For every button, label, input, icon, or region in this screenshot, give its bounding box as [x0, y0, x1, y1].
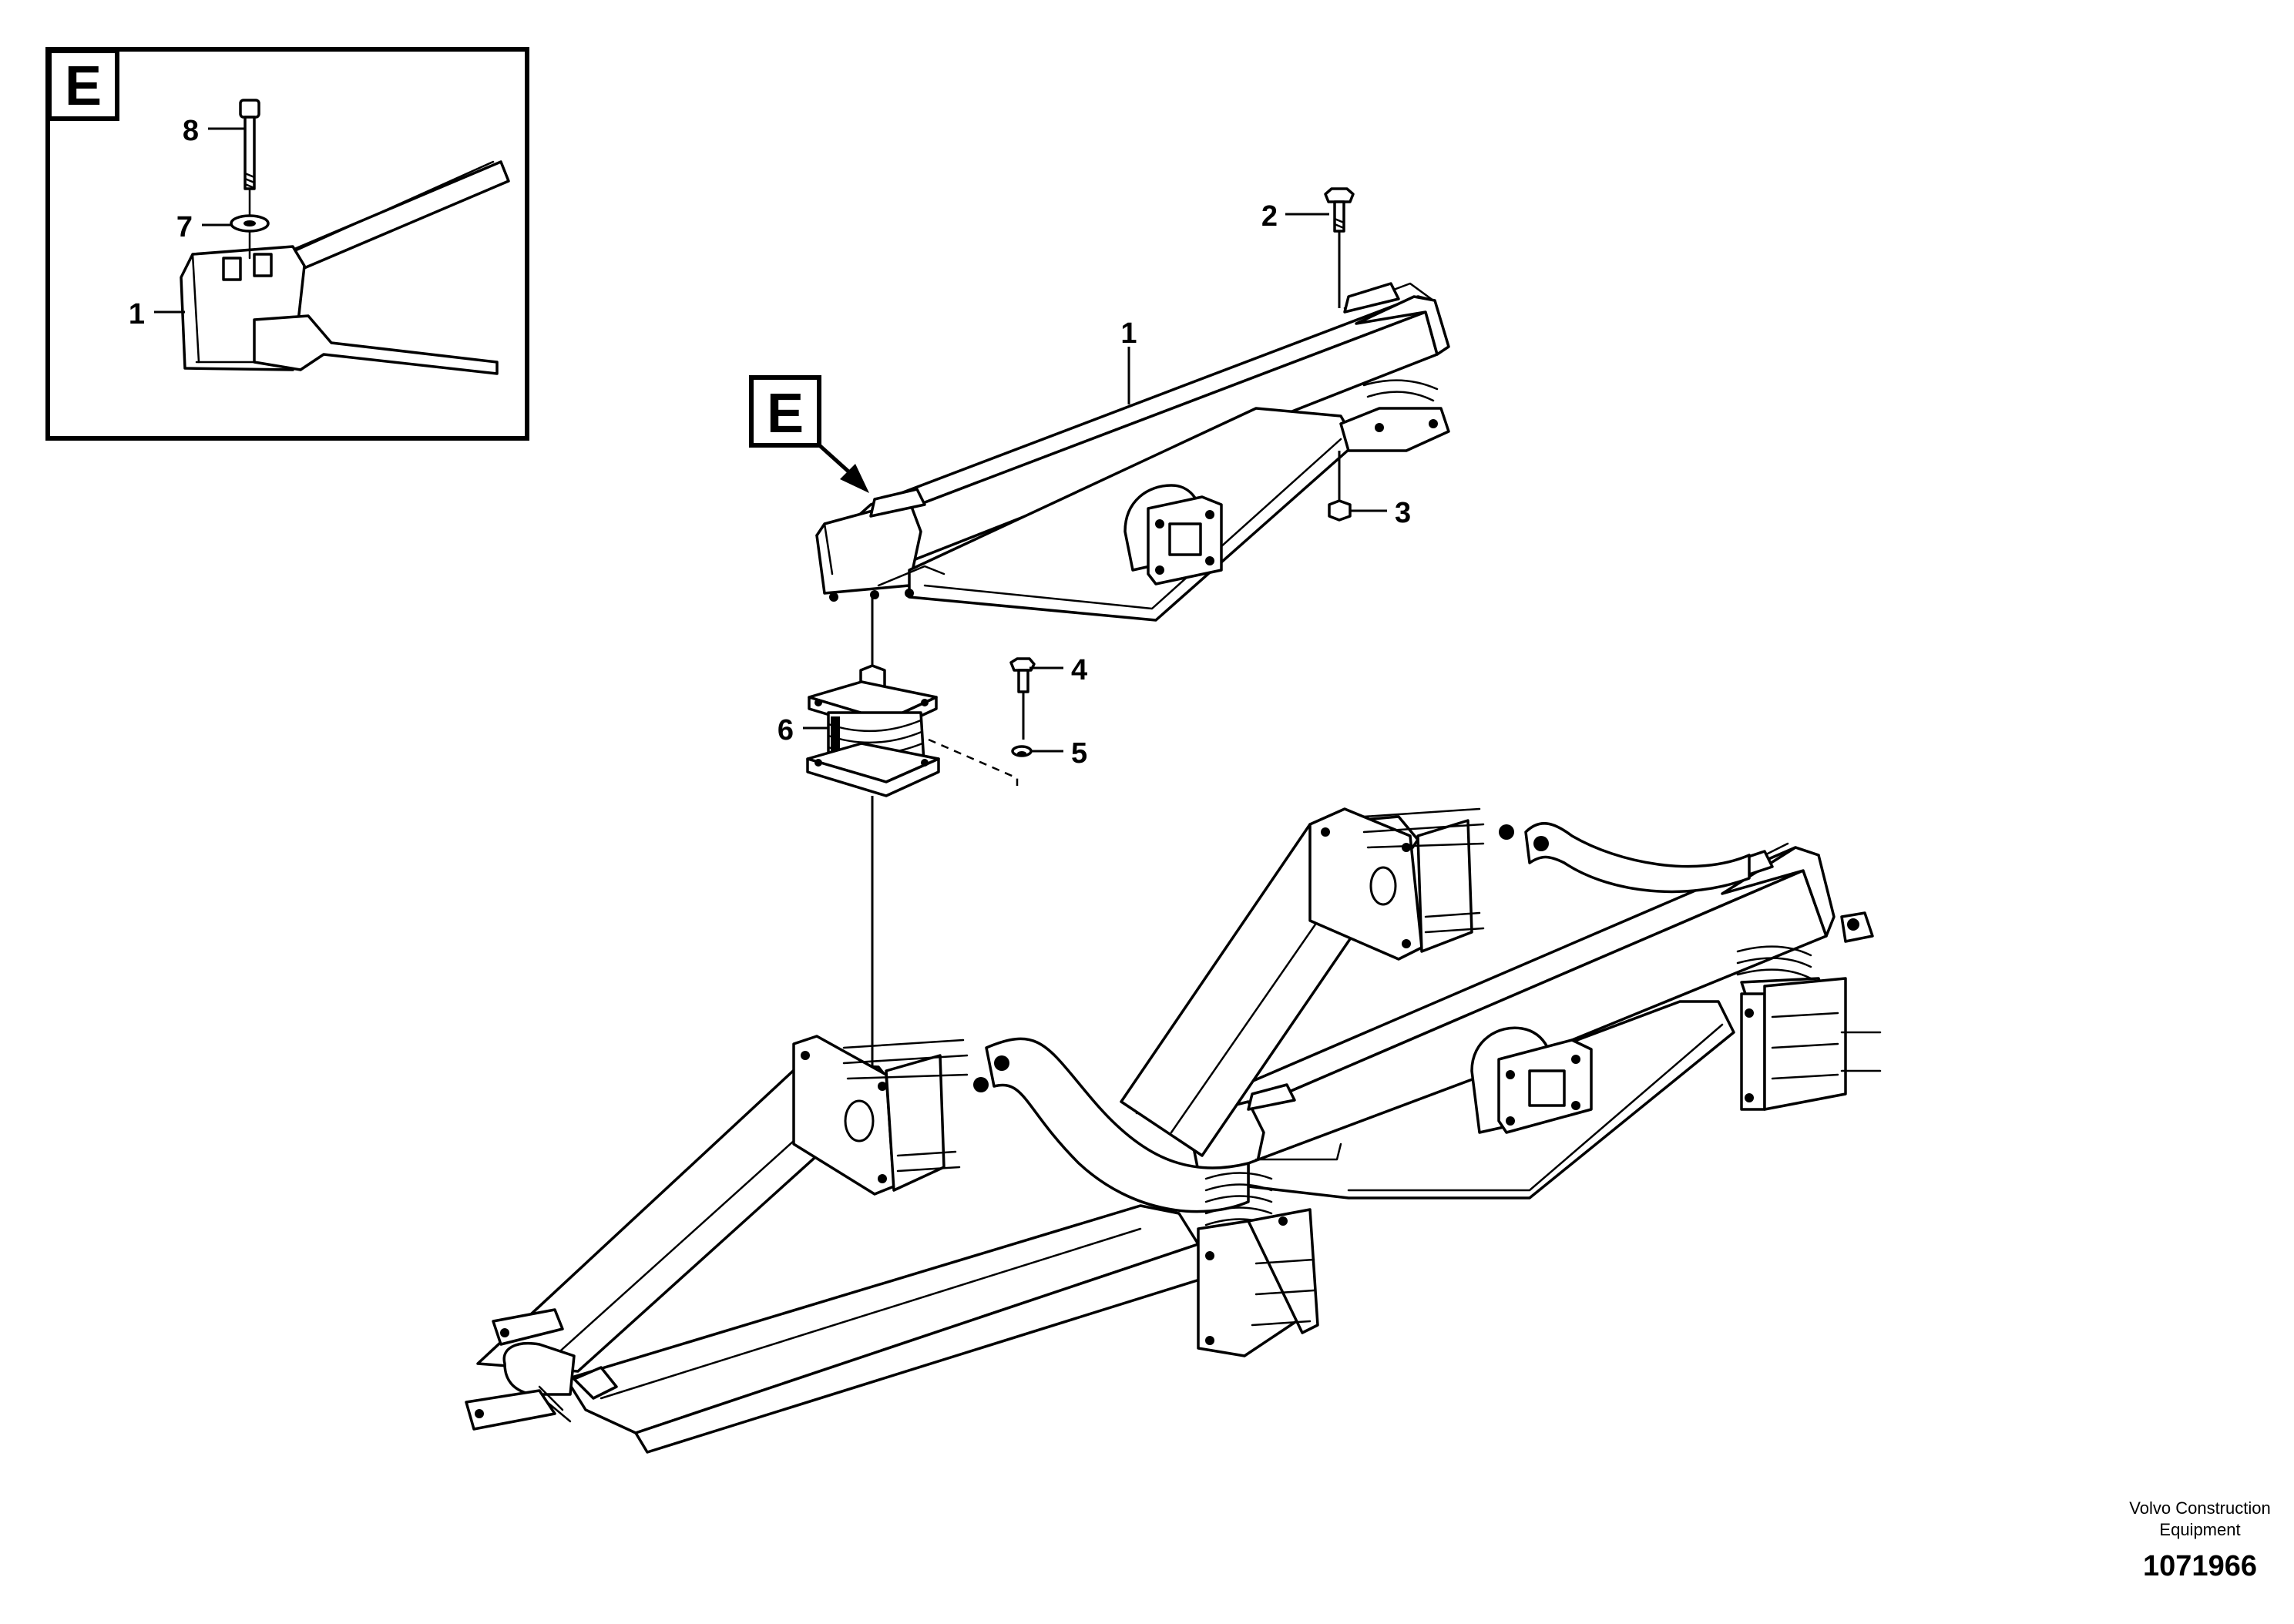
view-marker-letter: E — [767, 383, 804, 445]
callout-5: 5 — [1071, 737, 1087, 770]
footer-block: Volvo Construction Equipment 1071966 — [2129, 1498, 2270, 1582]
company-line-1: Volvo Construction — [2129, 1498, 2270, 1518]
callout-3: 3 — [1395, 497, 1411, 529]
nut-3 — [1328, 451, 1352, 522]
inset-view-letter: E — [65, 55, 102, 117]
detail-inset: E 8 7 1 — [45, 47, 529, 441]
inset-beam — [180, 160, 510, 375]
callout-4: 4 — [1071, 654, 1087, 686]
inset-callout-7: 7 — [176, 211, 193, 243]
inset-bolt — [239, 99, 260, 260]
inset-callout-1: 1 — [129, 298, 145, 331]
view-marker-e: E — [749, 375, 869, 493]
drawing-number: 1071966 — [2143, 1550, 2257, 1582]
callout-6: 6 — [778, 714, 794, 747]
lower-frame — [465, 807, 1882, 1454]
rubber-spring-6 — [806, 664, 940, 797]
upper-beam — [815, 282, 1450, 622]
callouts: 1 2 3 4 5 6 — [778, 200, 1411, 770]
bolt-2 — [1324, 187, 1355, 308]
callout-2: 2 — [1261, 200, 1278, 233]
inset-callout-8: 8 — [183, 115, 199, 147]
bolt-4 — [1009, 657, 1036, 740]
company-line-2: Equipment — [2159, 1520, 2240, 1539]
callout-1: 1 — [1120, 317, 1137, 350]
inset-washer — [230, 214, 270, 233]
washer-5 — [1011, 745, 1033, 757]
inset-letter-box — [47, 49, 119, 121]
